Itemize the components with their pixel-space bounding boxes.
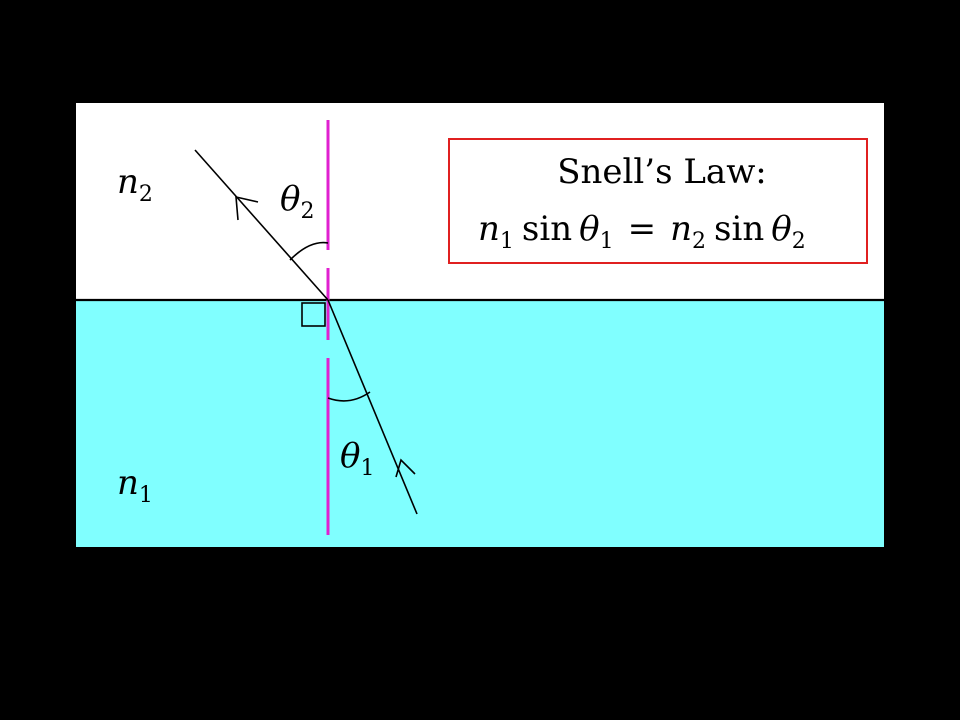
incident-ray (327, 299, 418, 515)
n1-label: n1 (117, 463, 153, 508)
theta1-label: θ1 (340, 436, 374, 481)
n2-subscript: 2 (139, 182, 153, 207)
n1-subscript: 1 (139, 483, 153, 508)
refracted-ray-arrow (235, 195, 259, 221)
refracted-ray (194, 149, 329, 301)
theta2-subscript: 2 (300, 199, 314, 224)
theta1-subscript: 1 (360, 456, 374, 481)
theta2-angle-arc (289, 241, 329, 261)
incident-ray-arrow (395, 458, 416, 478)
theta2-label: θ2 (280, 179, 314, 224)
n2-label: n2 (117, 162, 153, 207)
lower-medium-region (76, 300, 884, 547)
right-angle-marker (301, 302, 326, 327)
theta1-angle-arc (327, 391, 371, 402)
law-box (448, 138, 868, 264)
law-title: Snell’s Law: (557, 152, 767, 192)
